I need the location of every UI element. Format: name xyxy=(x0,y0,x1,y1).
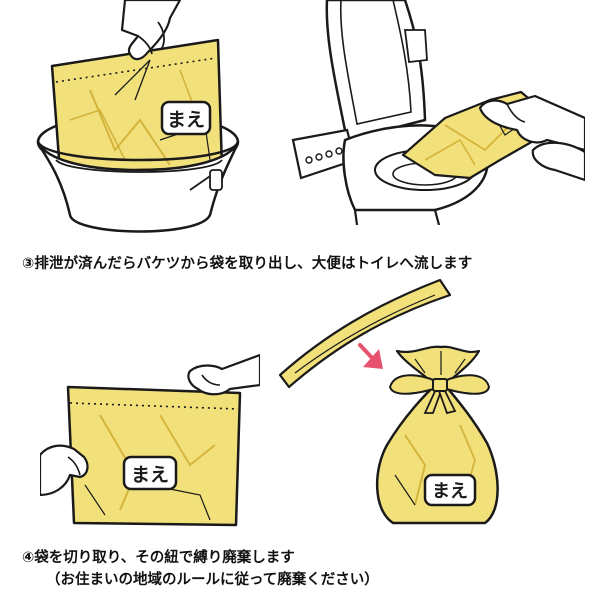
hand-left xyxy=(40,444,89,497)
bag-label-box xyxy=(160,100,212,136)
hand xyxy=(120,0,182,61)
bag-label-box xyxy=(423,473,477,507)
toilet-drawing xyxy=(291,0,585,225)
bag-label-box xyxy=(122,455,178,491)
hands xyxy=(478,94,585,182)
arrow-head-icon xyxy=(363,349,383,369)
bow-left xyxy=(388,374,441,395)
bag-label-text: まえ xyxy=(131,464,169,486)
step3-caption: ③排泄が済んだらバケツから袋を取り出し、大便はトイレへ流します xyxy=(22,256,473,272)
illustration-bag-lifted: まえ xyxy=(40,345,260,530)
step4-disposal-note: （お住まいの地域のルールに従って廃棄ください） xyxy=(46,572,379,588)
illustration-toilet-flush xyxy=(285,0,585,225)
hand-top xyxy=(187,353,260,396)
bow-right xyxy=(439,374,491,395)
bucket xyxy=(36,140,240,233)
illustration-bag-in-bucket: まえ xyxy=(30,0,260,245)
bag-lifted-drawing: まえ xyxy=(40,353,260,527)
bag-in-bucket-drawing: まえ xyxy=(36,0,240,233)
bag-tied-drawing: まえ xyxy=(278,278,499,525)
bag-label-text: まえ xyxy=(167,109,205,131)
illustration-bag-tied: まえ xyxy=(275,275,500,540)
bag-label-text: まえ xyxy=(432,481,468,502)
step4-caption: ④袋を切り取り、その紐で縛り廃棄します xyxy=(22,550,295,566)
